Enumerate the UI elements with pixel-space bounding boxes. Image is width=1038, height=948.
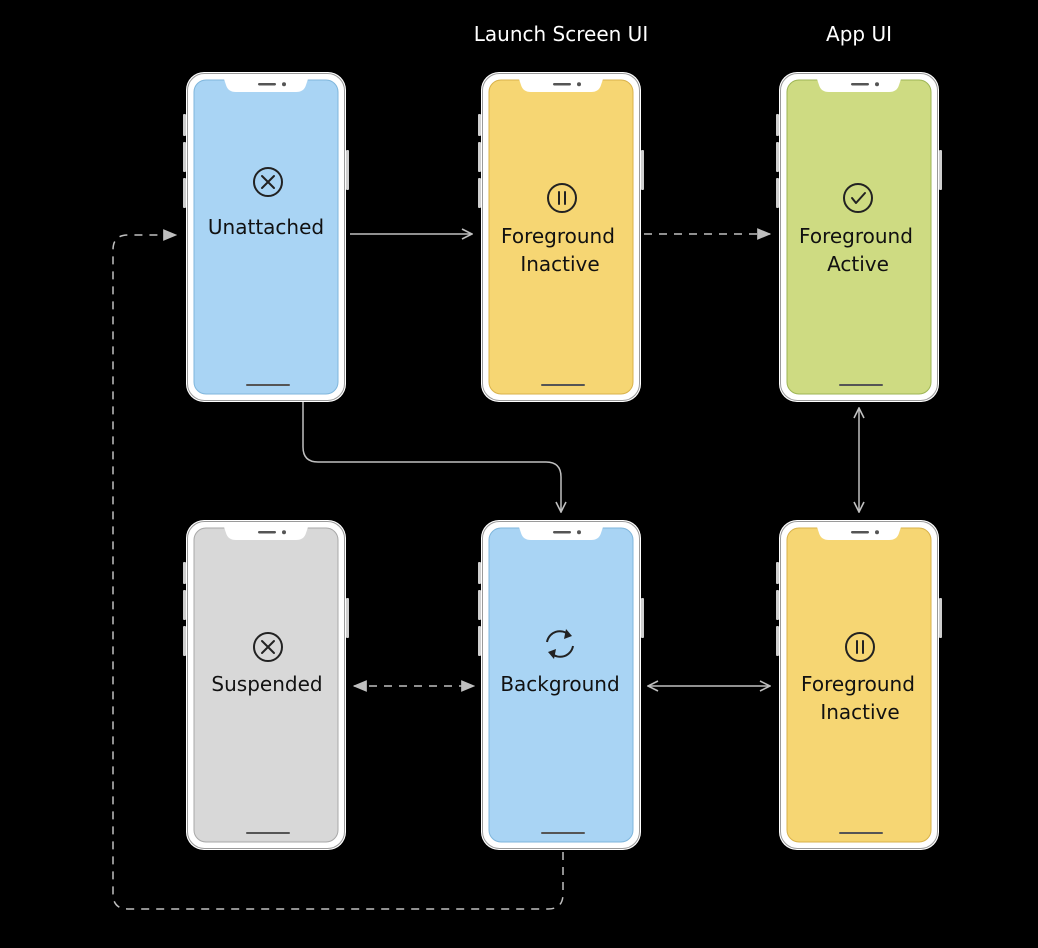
- state-label-fg-inactive-top-1: Foreground: [501, 224, 615, 248]
- state-label-unattached: Unattached: [208, 215, 324, 239]
- phone-fg-inactive-bottom: [776, 520, 942, 850]
- state-label-fg-inactive-bottom-2: Inactive: [820, 700, 899, 724]
- launch-screen-ui-header: Launch Screen UI: [474, 22, 648, 46]
- state-label-suspended: Suspended: [211, 672, 322, 696]
- x-circle-icon: [253, 167, 283, 197]
- phone-background: [478, 520, 644, 850]
- phone-unattached: [183, 72, 349, 402]
- app-ui-header: App UI: [826, 22, 892, 46]
- phone-fg-active: [776, 72, 942, 402]
- phone-fg-inactive-top: [478, 72, 644, 402]
- arrow-background-to-unattached: [112, 229, 564, 910]
- refresh-arrows-icon: [546, 629, 574, 659]
- x-circle-icon: [253, 632, 283, 662]
- state-label-fg-inactive-bottom-1: Foreground: [801, 672, 915, 696]
- phone-suspended: [183, 520, 349, 850]
- pause-circle-icon: [547, 183, 577, 213]
- state-label-fg-active-1: Foreground: [799, 224, 913, 248]
- state-label-fg-inactive-top-2: Inactive: [520, 252, 599, 276]
- state-label-fg-active-2: Active: [827, 252, 889, 276]
- check-circle-icon: [843, 183, 873, 213]
- arrow-unattached-to-background: [302, 402, 561, 512]
- pause-circle-icon: [845, 632, 875, 662]
- state-label-background: Background: [500, 672, 619, 696]
